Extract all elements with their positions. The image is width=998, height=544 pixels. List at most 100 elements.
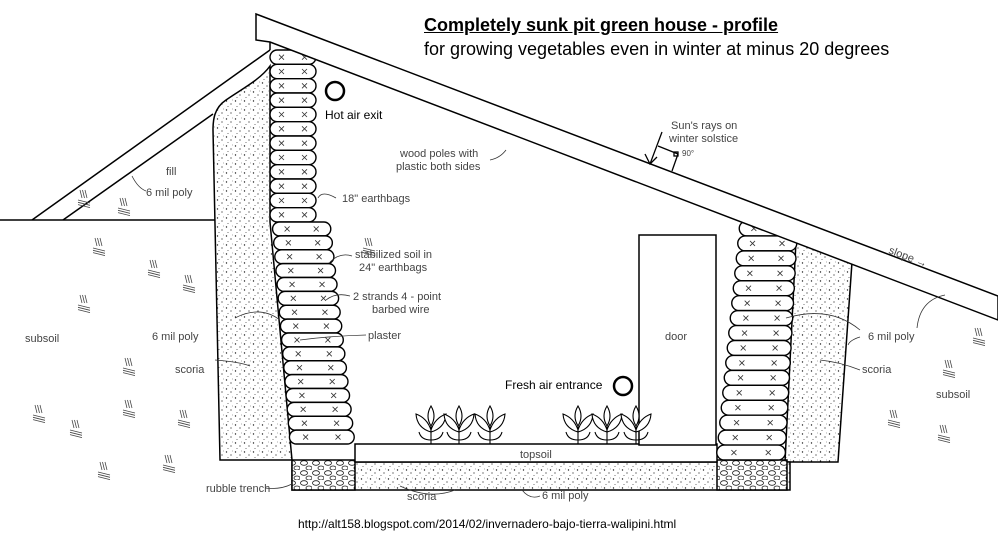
subsoil-hatch-marks [32,189,986,480]
soil-hatch-icon [122,357,136,376]
stabilized-soil-label-2: 24" earthbags [359,262,428,274]
earthbag [269,163,317,180]
barbed-wire-mark [317,267,324,274]
earthbag [269,106,317,123]
barbed-wire-mark [329,378,335,385]
soil-hatch-icon [92,237,106,256]
earthbag [284,373,349,390]
plant-icon [443,404,475,444]
barbed-wire-mark [777,270,783,277]
barbed-wire-mark [278,169,285,175]
plant-icon [474,404,506,444]
earthbag [735,250,797,267]
barbed-wire-mark [766,434,773,441]
barbed-wire-mark [335,434,341,440]
leader-lines [131,149,946,498]
barbed-wire-mark [731,449,737,456]
earthbag [722,384,790,401]
soil-hatch-icon [942,359,956,378]
barbed-wire-mark [301,111,308,118]
door [638,234,717,446]
earthbag [277,290,340,306]
barbed-wire-mark [779,240,785,247]
roof-glazing [255,12,998,321]
page-subtitle: for growing vegetables even in winter at… [424,39,890,59]
barbed-wire-mark [737,375,744,381]
barbed-wire-mark [301,126,308,132]
barbed-wire-mark [326,351,333,357]
barbed-wire-mark [741,330,748,336]
barbed-wire-mark [291,309,298,315]
earthbag [278,304,341,320]
barbed-wire-mark [332,406,338,413]
barbed-wire-mark [278,154,285,161]
barbed-wire-mark [301,154,308,161]
rubble-trench-left [291,459,356,491]
earthbag [276,276,338,293]
barbed-wire-mark [767,419,773,426]
wood-poles-label-2: plastic both sides [396,161,481,173]
barbed-wire-mark [278,140,285,146]
scoria-bottom-label: scoria [407,491,437,503]
barbed-wire-mark [745,285,752,292]
page-title: Completely sunk pit green house - profil… [424,15,779,35]
stabilized-soil-label-1: stabilized soil in [355,249,432,261]
barbed-wire-mark [739,360,745,366]
soil-hatch-icon [77,294,91,313]
barbed-wire-mark [748,255,754,262]
earthbag [716,444,787,461]
earthbag [720,399,789,416]
earthbag [269,149,317,166]
barbed-wire-mark [299,392,305,399]
earthbag-walls [269,49,799,461]
earthbag [269,192,317,209]
soil-hatch-icon [937,424,951,443]
soil-hatch-icon [362,237,376,256]
barbed-wire-mark [327,364,334,371]
barbed-wire-mark [295,351,302,357]
barbed-wire-mark [765,449,772,456]
barbed-wire-mark [285,240,292,246]
soil-hatch-icon [147,259,161,278]
barbed-wire-mark [773,330,779,336]
poly-left-label: 6 mil poly [152,331,199,343]
earthbag [269,135,317,152]
earthbag [269,120,317,137]
barbed-wire-mark [775,300,781,306]
earthbag [271,221,332,237]
earthbag [286,401,352,417]
barbed-wire-mark [330,392,337,399]
barbed-wire-mark [319,281,325,288]
barbed-wire-mark [301,97,308,103]
earthbag [717,429,787,446]
barbed-wire-mark [320,295,327,302]
soil-hatch-icon [162,454,176,473]
barbed-wire-mark [278,197,285,204]
scoria-right-label: scoria [862,364,892,376]
soil-hatch-icon [117,197,131,216]
plant-icon [620,404,652,444]
suns-rays-label-1: Sun's rays on [671,120,737,132]
earthbag [723,369,791,387]
barbed-wire-mark [297,378,304,385]
earthbag [288,429,355,445]
barbed-wire-mark [302,434,309,440]
barbed-wire-mark [294,337,300,343]
earthbag [269,92,317,109]
earthbag [280,332,344,348]
barbed-wire-mark [314,240,321,246]
barbed-wire-mark [774,315,780,321]
barbed-wire-mark [316,253,322,260]
sun-ray-arrow-icon [644,131,679,172]
barbed-wire-mark [301,169,308,175]
earthbag [269,63,317,80]
barbed-wire-mark [278,54,285,60]
barbed-wire-mark [278,97,285,103]
barbed-wire-mark [278,111,285,118]
soil-hatch-icon [97,461,111,480]
barbed-wire-mark [325,337,331,343]
barbed-wire-mark [301,212,308,218]
soil-hatch-icon [69,419,83,438]
barbed-wire-mark [743,315,749,321]
